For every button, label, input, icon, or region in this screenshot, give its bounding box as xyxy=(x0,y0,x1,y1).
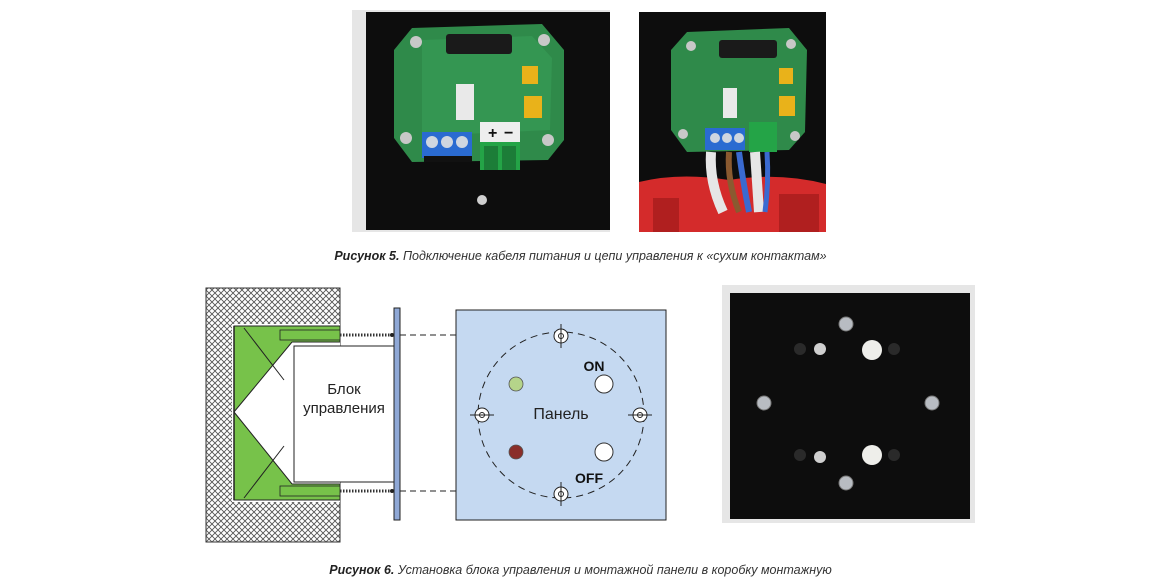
figure5-photo-left: + − xyxy=(352,10,610,232)
figure6-diagram: Блок управления Панель ON OFF xyxy=(200,284,680,546)
figure5-caption-text: Подключение кабеля питания и цепи управл… xyxy=(399,249,827,263)
figure6-photo-plate xyxy=(722,285,975,523)
off-label: OFF xyxy=(575,470,603,486)
figure5-caption-label: Рисунок 5. xyxy=(334,249,400,263)
off-button-icon xyxy=(594,442,614,462)
figure6-caption-text: Установка блока управления и монтажной п… xyxy=(394,563,832,577)
control-block-line1: Блок xyxy=(327,381,361,398)
figure6-caption-label: Рисунок 6. xyxy=(329,563,395,577)
figure6-caption: Рисунок 6. Установка блока управления и … xyxy=(0,563,1161,577)
on-button-icon xyxy=(594,374,614,394)
panel-label: Панель xyxy=(533,406,589,423)
on-label: ON xyxy=(583,358,605,374)
fig5-minus-label: − xyxy=(504,125,513,142)
fig5-plus-label: + xyxy=(488,125,497,142)
figure5-caption: Рисунок 5. Подключение кабеля питания и … xyxy=(0,249,1161,263)
figure5-photo-right xyxy=(639,12,826,232)
green-led-icon xyxy=(508,376,524,392)
red-led-icon xyxy=(508,444,524,460)
control-block-label: Блок управления xyxy=(294,380,394,418)
control-block-line2: управления xyxy=(303,400,385,417)
